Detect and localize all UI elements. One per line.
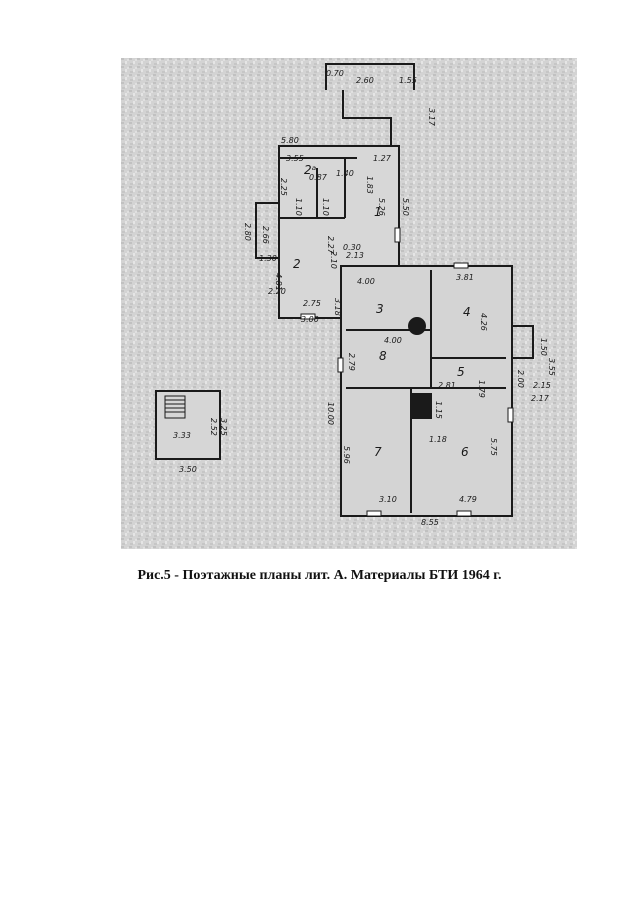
figure-caption: Рис.5 - Поэтажные планы лит. А. Материал…: [137, 568, 502, 583]
dimension-label: 5.26: [377, 198, 386, 216]
room-label: 1: [374, 205, 382, 219]
dimension-label: 10.00: [326, 402, 335, 425]
windows: [300, 227, 514, 517]
dimension-label: 2.17: [531, 394, 550, 403]
dimension-label: 4.81: [274, 273, 283, 291]
dimension-label: 4.26: [479, 313, 488, 331]
dimension-label: 1.18: [429, 435, 447, 444]
dimension-label: 3.81: [456, 273, 474, 282]
dimension-label: 5.75: [489, 438, 498, 456]
dimension-label: 0.87: [309, 173, 328, 182]
dimension-label: 2.25: [279, 178, 288, 196]
room-label: 3: [376, 302, 384, 316]
room-label: 6: [461, 445, 469, 459]
dimension-label: 2.66: [261, 226, 270, 244]
dimension-label: 2.27: [326, 236, 335, 255]
dimension-label: 2.81: [438, 381, 456, 390]
dimension-label: 3.33: [173, 431, 191, 440]
dimension-label: 1.79: [477, 380, 486, 398]
dimension-label: 4.00: [357, 277, 375, 286]
dimension-label: 5.80: [281, 136, 299, 145]
dimension-label: 1.40: [336, 169, 354, 178]
room-label: 4: [463, 305, 471, 319]
dimension-label: 3.55: [286, 154, 304, 163]
dimension-label: 2.20: [268, 287, 286, 296]
dimension-label: 1.10: [321, 198, 330, 216]
dimension-label: 1.10: [294, 198, 303, 216]
walls: [155, 63, 534, 517]
dimension-label: 5.96: [342, 446, 351, 464]
dimension-label: 2.52: [209, 418, 218, 436]
dimension-label: 5.50: [401, 198, 410, 216]
room-label: 5: [457, 365, 465, 379]
dimension-label: 2.10: [329, 251, 338, 269]
dimension-label: 2.80: [243, 223, 252, 241]
dimension-label: 2.15: [533, 381, 551, 390]
dimension-label: 1.55: [399, 76, 417, 85]
room-label: 8: [379, 349, 387, 363]
dimension-label: 1.15: [434, 401, 443, 419]
dimension-label: 3.55: [547, 358, 556, 376]
dimension-label: 2.60: [356, 76, 374, 85]
dimension-label: 3.50: [179, 465, 197, 474]
dimension-label: 1.27: [373, 154, 392, 163]
dimension-label: 2.75: [303, 299, 321, 308]
dimension-label: 4.00: [384, 336, 402, 345]
dimension-label: 2.13: [346, 251, 364, 260]
dimension-label: 1.50: [539, 338, 548, 356]
dimension-label: 1.83: [365, 176, 374, 194]
dimension-label: 2.79: [347, 353, 356, 371]
room-label: 2: [293, 257, 301, 271]
dimension-label: 1.30: [259, 254, 277, 263]
dimension-label: 8.55: [421, 518, 439, 527]
dimension-labels: 0.70 2.60 1.55 3.17 5.80 3.55 1.27 1.83 1.40 2.25…: [173, 69, 556, 527]
room-labels: 1 2 2ᵃ 3 4 5 6 7 8: [293, 163, 471, 459]
dimension-label: 2.00: [516, 370, 525, 388]
room-label: 2ᵃ: [304, 163, 317, 177]
dimension-label: 3.10: [379, 495, 397, 504]
dimension-label: 0.70: [326, 69, 344, 78]
dimension-label: 3.18: [333, 298, 342, 316]
room-label: 7: [374, 445, 382, 459]
dimension-label: 3.17: [427, 108, 436, 127]
dimension-label: 4.79: [459, 495, 477, 504]
dimension-label: 3.25: [219, 418, 228, 436]
dimension-label: 0.30: [343, 243, 361, 252]
dimension-label: 3.00: [301, 315, 319, 324]
